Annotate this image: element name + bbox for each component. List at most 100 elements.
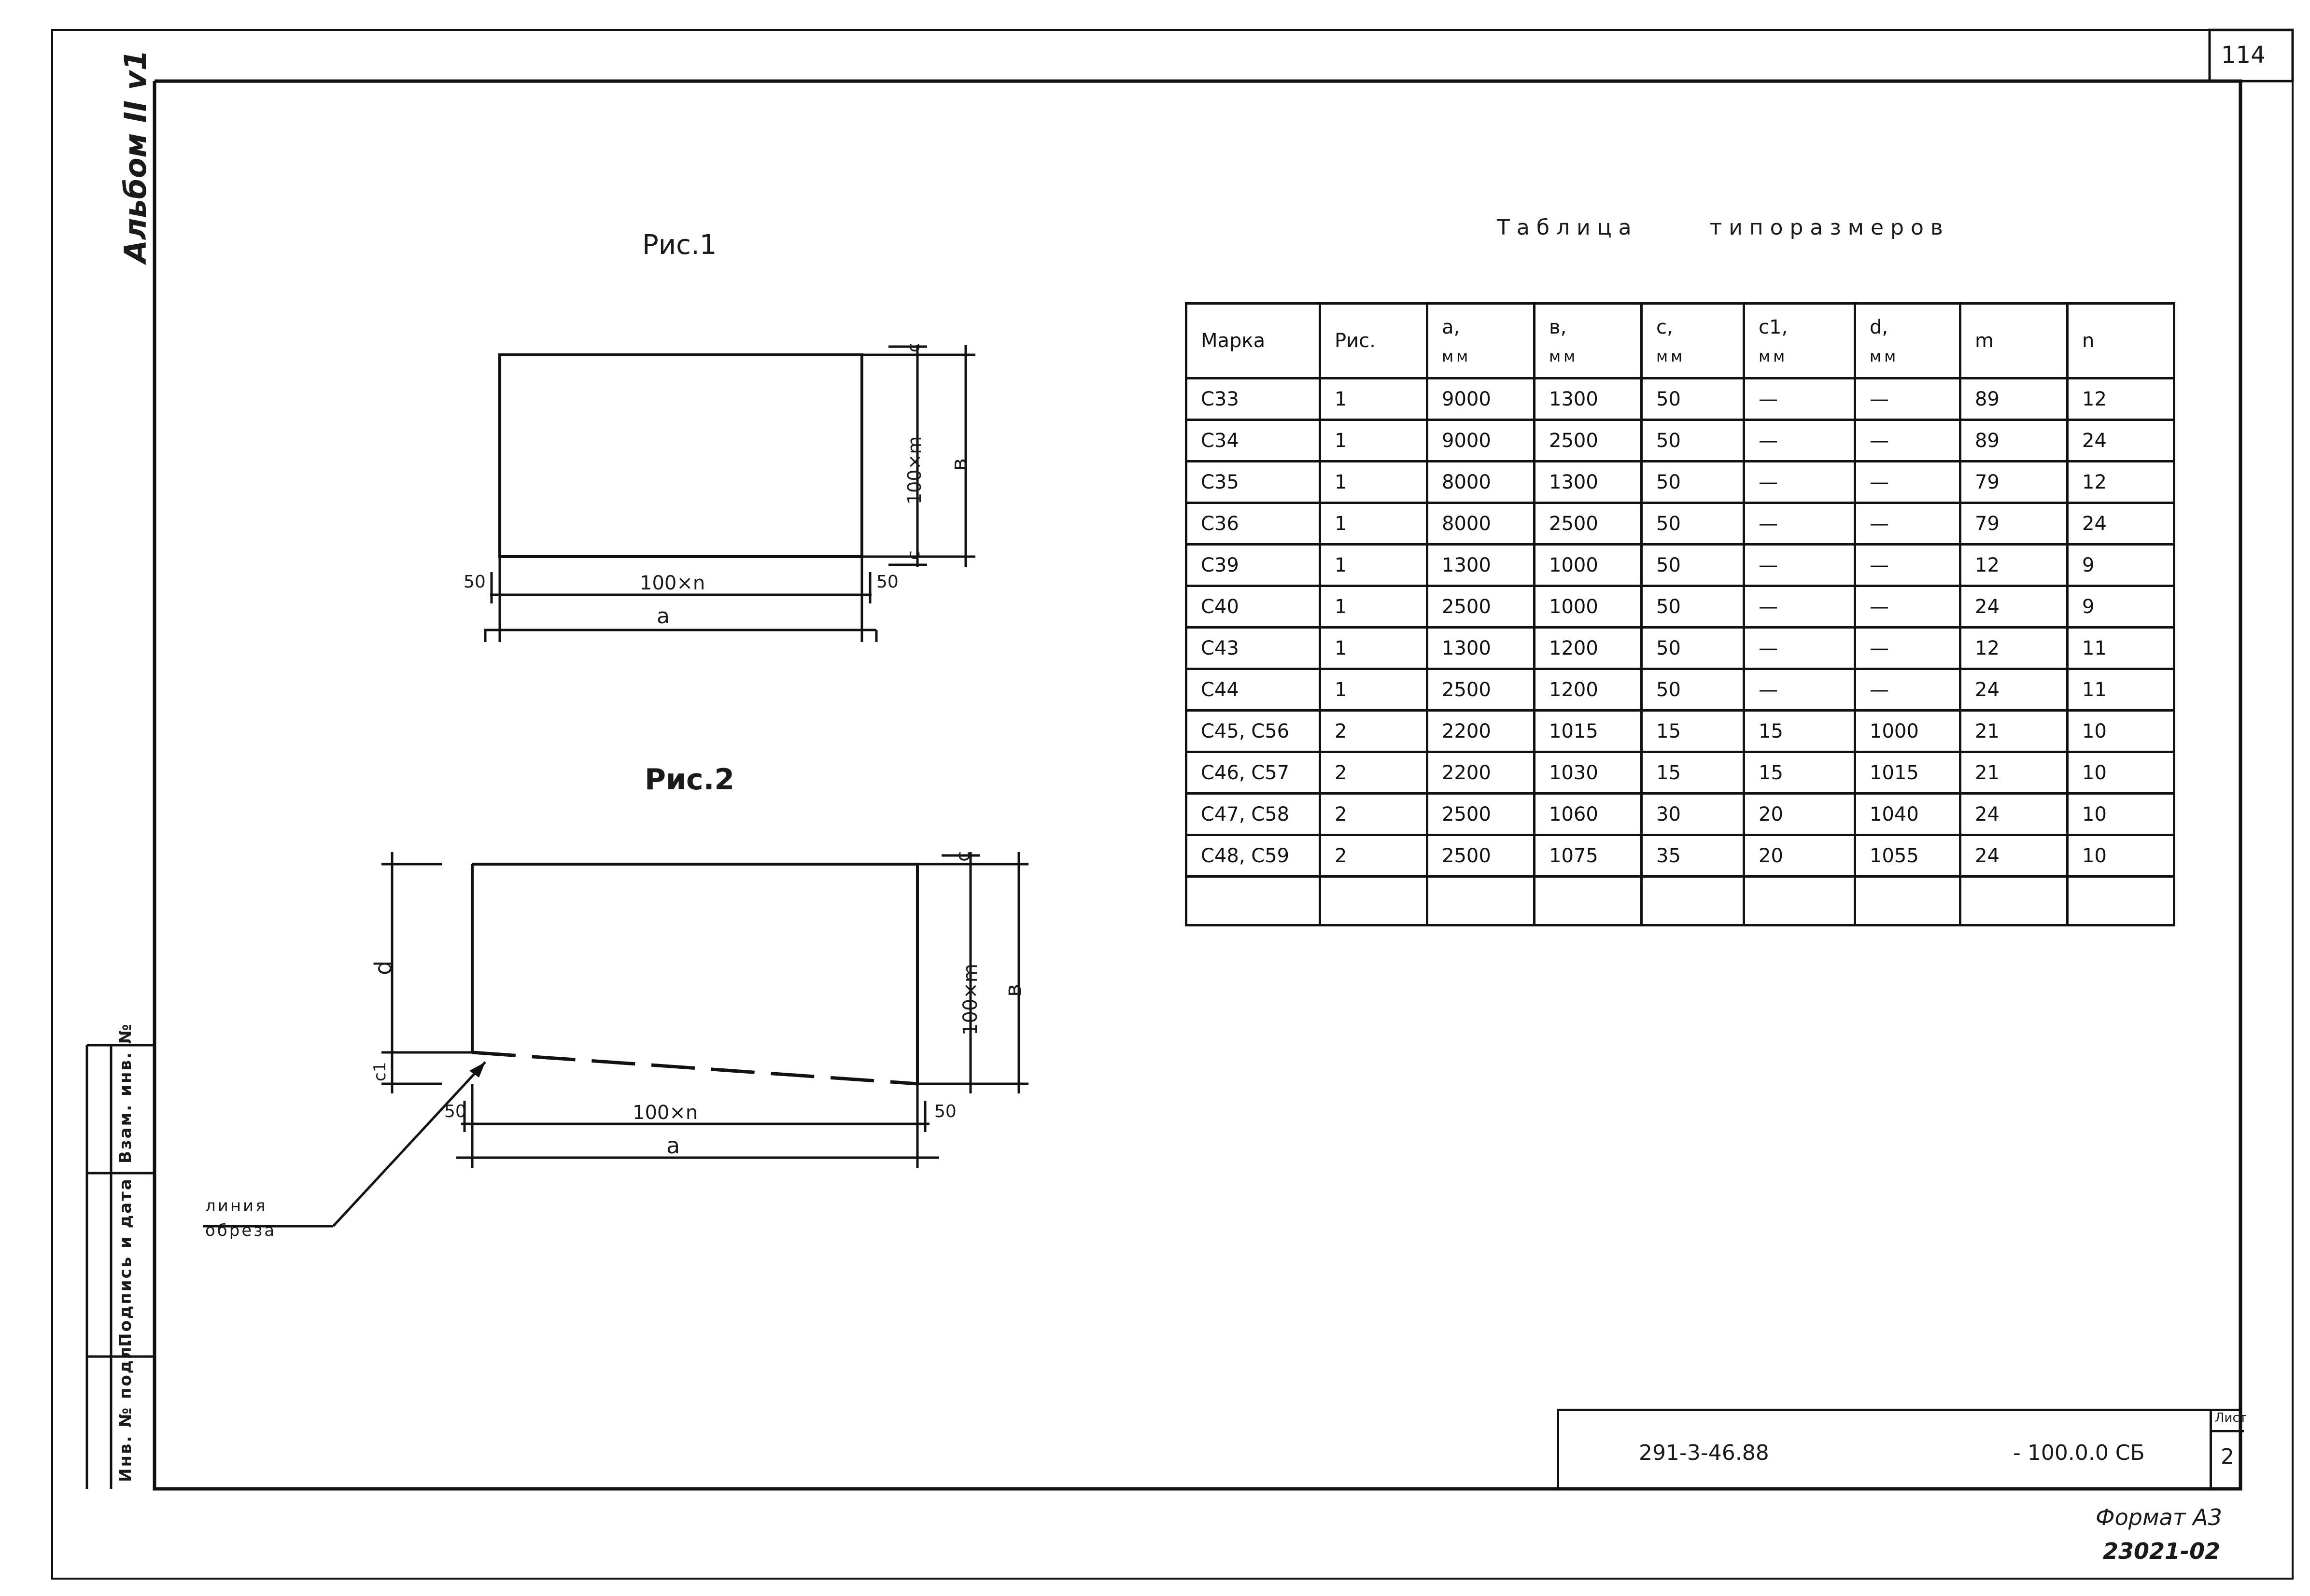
- table-cell: 1: [1319, 377, 1428, 421]
- table-cell: —: [1854, 460, 1961, 504]
- table-cell: 15: [1743, 709, 1856, 754]
- table-cell: 89: [1959, 377, 2069, 421]
- document-suffix: - 100.0.0 СБ: [2013, 1441, 2145, 1465]
- table-cell: 30: [1640, 792, 1745, 837]
- table-cell: 1015: [1854, 751, 1961, 795]
- table-cell: —: [1854, 377, 1961, 421]
- figure1-dim-total-height: в: [947, 458, 972, 471]
- table-cell: 35: [1640, 834, 1745, 878]
- table-cell: —: [1854, 419, 1961, 463]
- table-cell: С33: [1185, 377, 1321, 421]
- table-header-unit: мм: [1870, 347, 1899, 365]
- strip-inventory-label: Инв. № подл.: [116, 1337, 135, 1482]
- table-cell: 1055: [1854, 834, 1961, 878]
- table-cell: [1640, 875, 1745, 926]
- sheet-box: Лист 2: [2210, 1409, 2247, 1489]
- table-header-cell: d, мм: [1854, 302, 1961, 379]
- table-header-label: Рис.: [1335, 330, 1376, 352]
- figure2-dim-width: 100×n: [633, 1102, 698, 1124]
- table-cell: 2500: [1426, 668, 1535, 712]
- table-cell: 20: [1743, 834, 1856, 878]
- table-cell: 2500: [1426, 585, 1535, 629]
- figure2-dim-total-height: в: [1000, 983, 1026, 997]
- table-cell: С36: [1185, 502, 1321, 546]
- table-header-cell: m: [1959, 302, 2069, 379]
- table-cell: 2500: [1426, 792, 1535, 837]
- figure2-title: Рис.2: [645, 763, 735, 797]
- figure2-drawing: [203, 852, 1028, 1228]
- table-cell: 1000: [1854, 709, 1961, 754]
- table-title: Таблица типоразмеров: [1497, 215, 1950, 240]
- document-code: 291-3-46.88: [1639, 1441, 1769, 1465]
- table-cell: [2066, 875, 2175, 926]
- table-cell: 2500: [1533, 419, 1643, 463]
- table-cell: С44: [1185, 668, 1321, 712]
- table-cell: 1300: [1533, 460, 1643, 504]
- table-cell: 2: [1319, 751, 1428, 795]
- table-header-cell: c1,мм: [1743, 302, 1856, 379]
- table-cell: 15: [1640, 751, 1745, 795]
- table-cell: С43: [1185, 626, 1321, 671]
- table-cell: 50: [1640, 460, 1745, 504]
- table-cell: 50: [1640, 543, 1745, 588]
- table-cell: 1200: [1533, 668, 1643, 712]
- table-cell: 9000: [1426, 377, 1535, 421]
- table-cell: 20: [1743, 792, 1856, 837]
- figure1-title: Рис.1: [642, 229, 717, 261]
- table-header-cell: Марка: [1185, 302, 1321, 379]
- table-cell: —: [1854, 585, 1961, 629]
- figure1-dim-height: 100×m: [904, 436, 925, 504]
- table-header-cell: n: [2066, 302, 2175, 379]
- figure2-dim-top: c: [952, 851, 974, 862]
- table-cell: —: [1743, 543, 1856, 588]
- table-cell: 21: [1959, 751, 2069, 795]
- table-cell: 1: [1319, 668, 1428, 712]
- table-cell: 1: [1319, 502, 1428, 546]
- figure2-dim-height: 100×m: [959, 964, 982, 1036]
- figure2-dim-right: 50: [934, 1102, 957, 1121]
- table-header-label: в,: [1549, 316, 1567, 338]
- table-header-cell: Рис.: [1319, 302, 1428, 379]
- table-header-unit: мм: [1656, 347, 1686, 365]
- figure1-dim-bottom: c: [904, 550, 924, 560]
- table-cell: 1040: [1854, 792, 1961, 837]
- table-cell: 24: [2066, 419, 2175, 463]
- table-cell: 2200: [1426, 709, 1535, 754]
- table-cell: С35: [1185, 460, 1321, 504]
- cut-line-label-line1: линия: [205, 1196, 268, 1216]
- table-cell: 10: [2066, 834, 2175, 878]
- table-header-label: d,: [1870, 316, 1888, 338]
- table-cell: 1000: [1533, 543, 1643, 588]
- figure2-dim-total: a: [666, 1133, 680, 1159]
- strip-signature-date-label: Подпись и дата: [116, 1177, 135, 1347]
- sheet-number-box: [2208, 28, 2294, 83]
- table-cell: 10: [2066, 709, 2175, 754]
- table-cell: С40: [1185, 585, 1321, 629]
- table-cell: —: [1854, 543, 1961, 588]
- figure1-dim-width: 100×n: [640, 572, 705, 594]
- sheet-number: 114: [2221, 42, 2266, 69]
- table-cell: 9: [2066, 543, 2175, 588]
- table-cell: 50: [1640, 585, 1745, 629]
- table-cell: 1200: [1533, 626, 1643, 671]
- table-cell: [1743, 875, 1856, 926]
- table-cell: [1959, 875, 2069, 926]
- main-frame: [153, 79, 2242, 1491]
- table-row: [1185, 875, 2175, 926]
- table-cell: 2200: [1426, 751, 1535, 795]
- table-cell: 9000: [1426, 419, 1535, 463]
- table-cell: 24: [1959, 668, 2069, 712]
- table-cell: 9: [2066, 585, 2175, 629]
- table-cell: С46, С57: [1185, 751, 1321, 795]
- table-cell: 50: [1640, 626, 1745, 671]
- figure1-dim-top: c: [904, 343, 924, 352]
- table-cell: 24: [1959, 585, 2069, 629]
